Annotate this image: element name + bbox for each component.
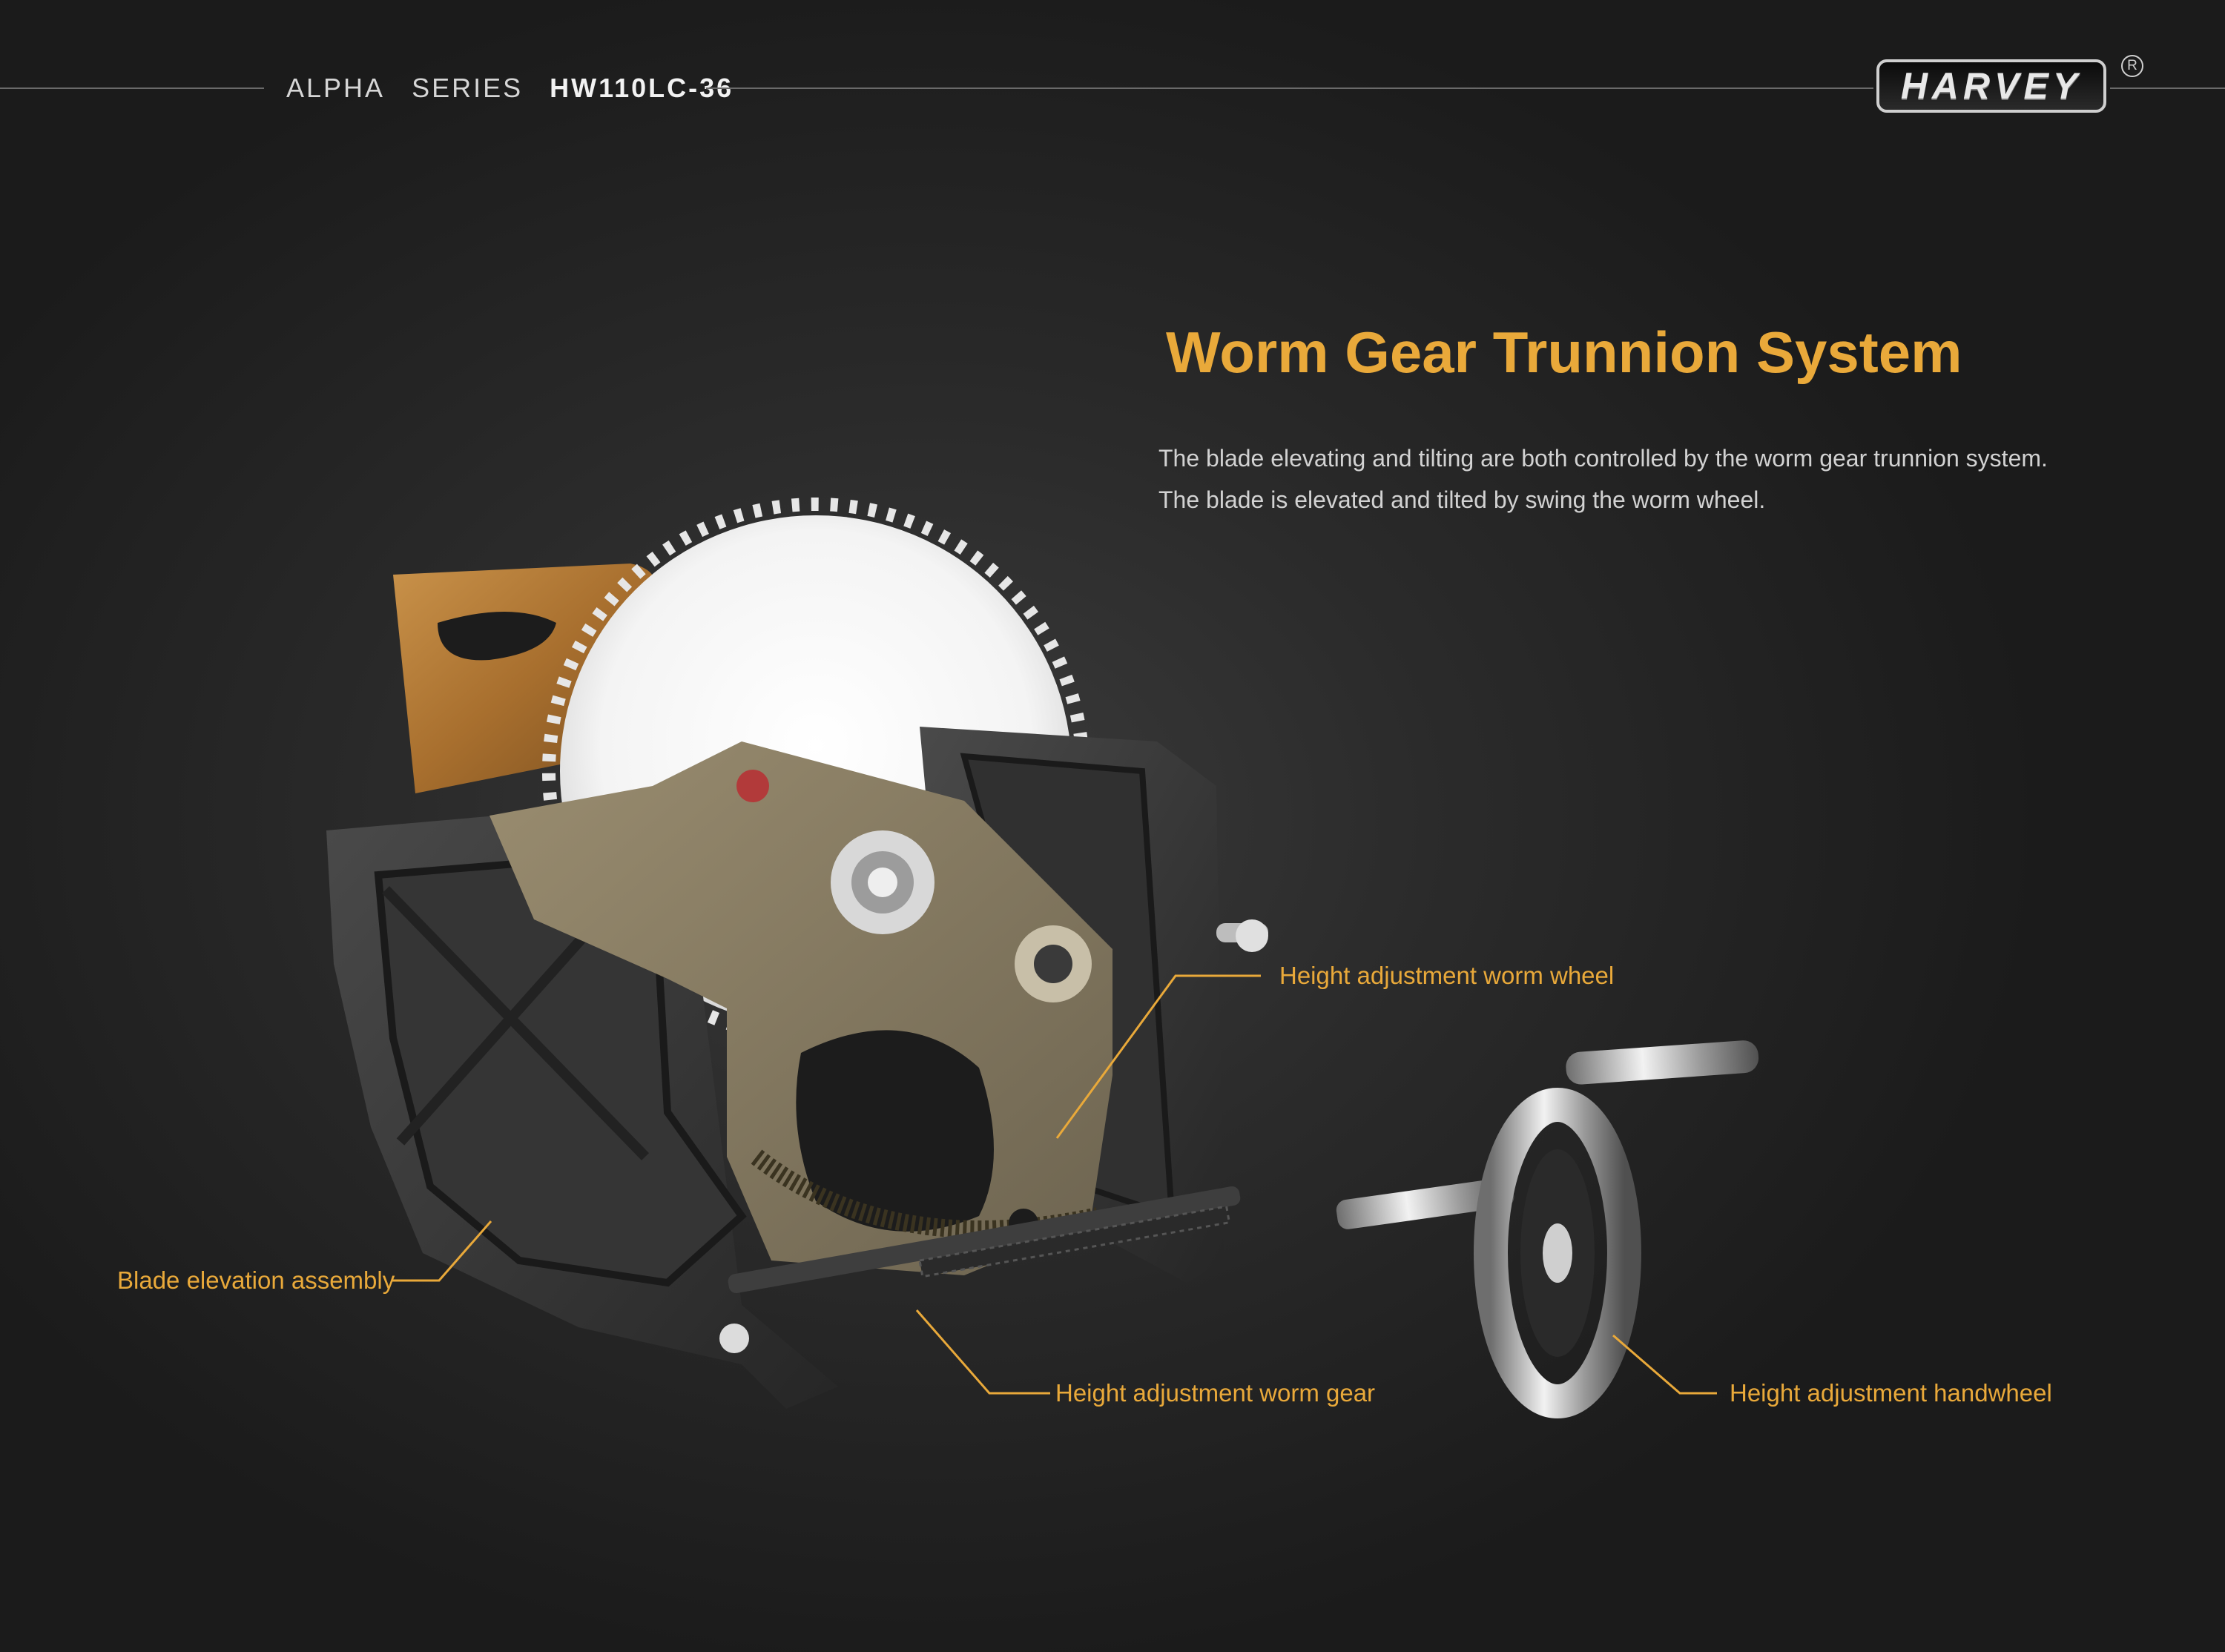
registered-mark-icon: R	[2121, 55, 2143, 77]
leader-worm-wheel	[1055, 974, 1261, 1139]
series-word-series: SERIES	[412, 73, 524, 103]
header-rule-left	[0, 87, 264, 89]
logo-text: HARVEY	[1900, 65, 2083, 107]
trunnion-plate	[490, 741, 1112, 1275]
worm-gear-shaft	[719, 1186, 1241, 1353]
leader-handwheel	[1612, 1334, 1717, 1395]
series-word-alpha: ALPHA	[286, 73, 386, 103]
header-rule-right	[2110, 87, 2225, 89]
leader-blade-assembly	[392, 1220, 492, 1282]
description-line-2: The blade is elevated and tilted by swin…	[1158, 486, 1766, 513]
callout-leaders	[392, 974, 1717, 1395]
callout-worm-gear: Height adjustment worm gear	[1055, 1379, 1376, 1407]
header-rule-middle	[706, 87, 1873, 89]
description-line-1: The blade elevating and tilting are both…	[1158, 445, 2048, 472]
harvey-logo: HARVEY	[1876, 59, 2106, 113]
model-number: HW110LC-36	[550, 73, 734, 103]
callout-worm-wheel: Height adjustment worm wheel	[1279, 962, 1615, 989]
description: The blade elevating and tilting are both…	[1158, 437, 2123, 521]
callout-handwheel: Height adjustment handwheel	[1730, 1379, 2052, 1407]
riving-bracket	[393, 564, 657, 793]
handwheel	[1336, 1040, 1759, 1418]
callout-blade-elevation-assembly: Blade elevation assembly	[117, 1266, 395, 1294]
leader-worm-gear	[915, 1309, 1050, 1395]
page-title: Worm Gear Trunnion System	[1166, 320, 1962, 385]
series-label: ALPHA SERIES HW110LC-36	[286, 70, 734, 107]
